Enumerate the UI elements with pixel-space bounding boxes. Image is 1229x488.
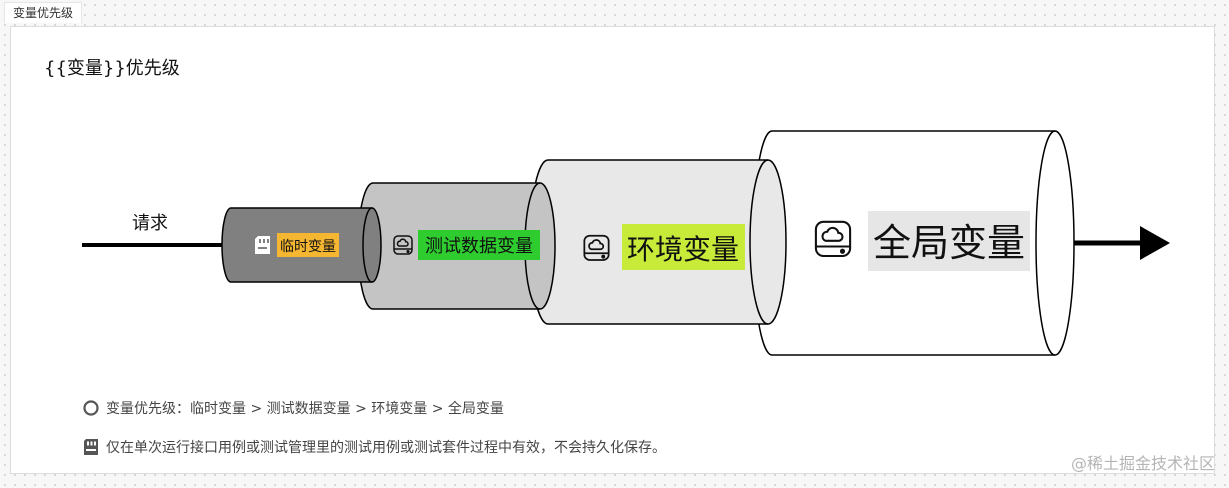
global-label-highlight <box>868 211 1030 271</box>
request-label: 请求 <box>132 213 168 234</box>
cloud-drive-icon <box>814 220 852 258</box>
note-scope: 仅在单次运行接口用例或测试管理里的测试用例或测试套件过程中有效，不会持久化保存。 <box>82 437 666 457</box>
temporary-label-highlight <box>277 233 339 257</box>
watermark: @稀土掘金技术社区 <box>1070 454 1215 473</box>
layer-label-test-data: 测试数据变量 <box>425 236 533 257</box>
sd-card-icon <box>255 236 270 254</box>
layer-label-environment: 环境变量 <box>627 233 739 266</box>
cloud-drive-icon <box>393 235 413 255</box>
diagram-title: {{变量}}优先级 <box>44 58 180 79</box>
circle-icon <box>83 400 99 416</box>
layer-label-global: 全局变量 <box>873 221 1025 265</box>
test-data-label-highlight <box>418 230 540 260</box>
canvas-tab[interactable]: 变量优先级 <box>4 2 83 23</box>
arrow-head-icon <box>1140 226 1170 260</box>
layer-label-temporary: 临时变量 <box>280 239 336 255</box>
note-scope-text: 仅在单次运行接口用例或测试管理里的测试用例或测试套件过程中有效，不会持久化保存。 <box>106 440 666 456</box>
environment-label-highlight <box>622 224 745 270</box>
sd-card-icon <box>84 439 98 455</box>
cloud-drive-icon <box>583 234 610 261</box>
note-priority-text: 变量优先级：临时变量 > 测试数据变量 > 环境变量 > 全局变量 <box>106 401 504 417</box>
note-priority: 变量优先级：临时变量 > 测试数据变量 > 环境变量 > 全局变量 <box>82 398 504 418</box>
